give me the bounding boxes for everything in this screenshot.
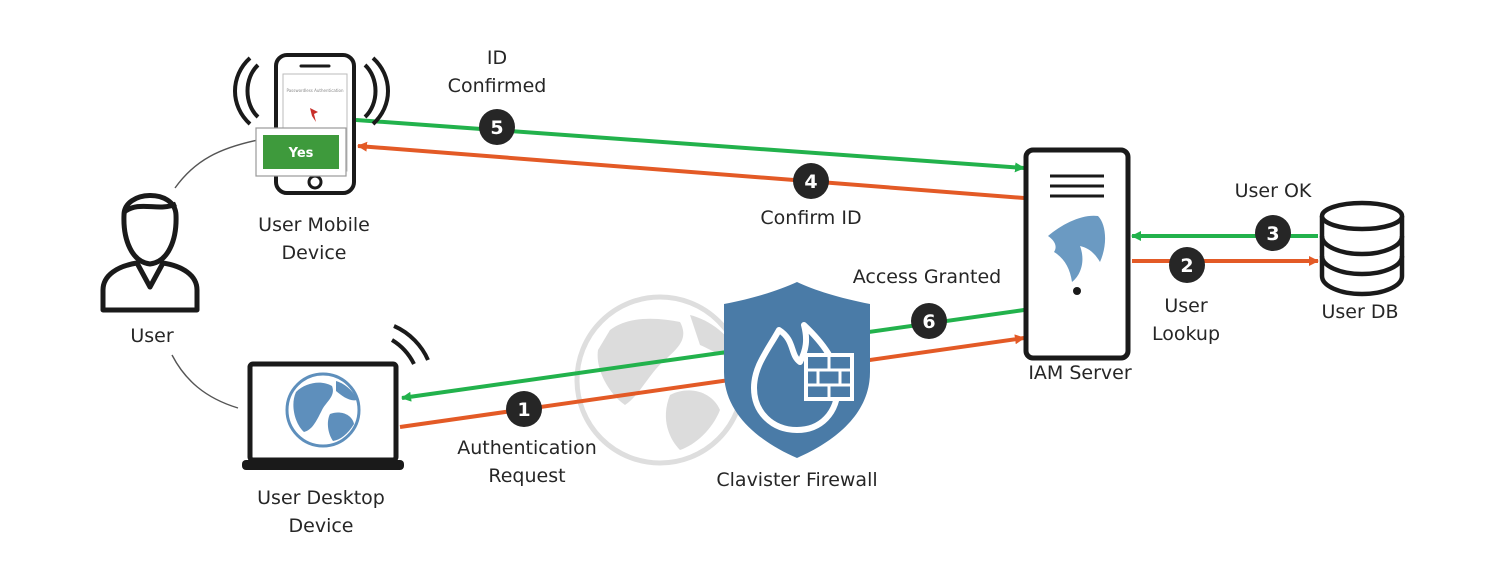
laptop-icon bbox=[242, 324, 430, 470]
phone-yes-button: Yes bbox=[288, 146, 314, 161]
firewall-shield-icon bbox=[724, 282, 870, 458]
svg-text:6: 6 bbox=[922, 311, 935, 333]
step-badge-6: 6 bbox=[911, 303, 947, 339]
user-label: User bbox=[130, 325, 174, 347]
iam-server-label: IAM Server bbox=[1028, 362, 1132, 384]
svg-text:5: 5 bbox=[490, 117, 503, 139]
svg-text:2: 2 bbox=[1180, 255, 1193, 277]
step-6-label: Access Granted bbox=[852, 266, 1002, 288]
user-person-icon bbox=[100, 193, 200, 313]
user-desktop-connector bbox=[171, 354, 239, 409]
user-mobile-connector bbox=[174, 139, 259, 189]
svg-text:4: 4 bbox=[804, 171, 817, 193]
step-badge-3: 3 bbox=[1255, 215, 1291, 251]
svg-text:3: 3 bbox=[1266, 223, 1279, 245]
mobile-phone-icon: Passwordless Authentication Yes bbox=[233, 53, 390, 195]
step-badge-4: 4 bbox=[793, 163, 829, 199]
svg-text:1: 1 bbox=[517, 399, 530, 421]
step-badge-1: 1 bbox=[506, 391, 542, 427]
arrow-1-authentication-request bbox=[399, 334, 1025, 429]
arrow-5-id-confirmed bbox=[355, 118, 1025, 173]
step-badge-5: 5 bbox=[479, 109, 515, 145]
firewall-label: Clavister Firewall bbox=[716, 469, 878, 491]
step-3-label: User OK bbox=[1234, 180, 1312, 202]
user-db-label: User DB bbox=[1321, 301, 1399, 323]
step-badge-2: 2 bbox=[1169, 247, 1205, 283]
internet-globe-icon bbox=[574, 294, 746, 466]
iam-server-icon bbox=[1023, 147, 1131, 361]
user-db-icon bbox=[1319, 200, 1405, 297]
step-4-label: Confirm ID bbox=[760, 207, 862, 229]
arrow-4-confirm-id bbox=[357, 141, 1025, 200]
phone-screen-title: Passwordless Authentication bbox=[286, 88, 344, 93]
